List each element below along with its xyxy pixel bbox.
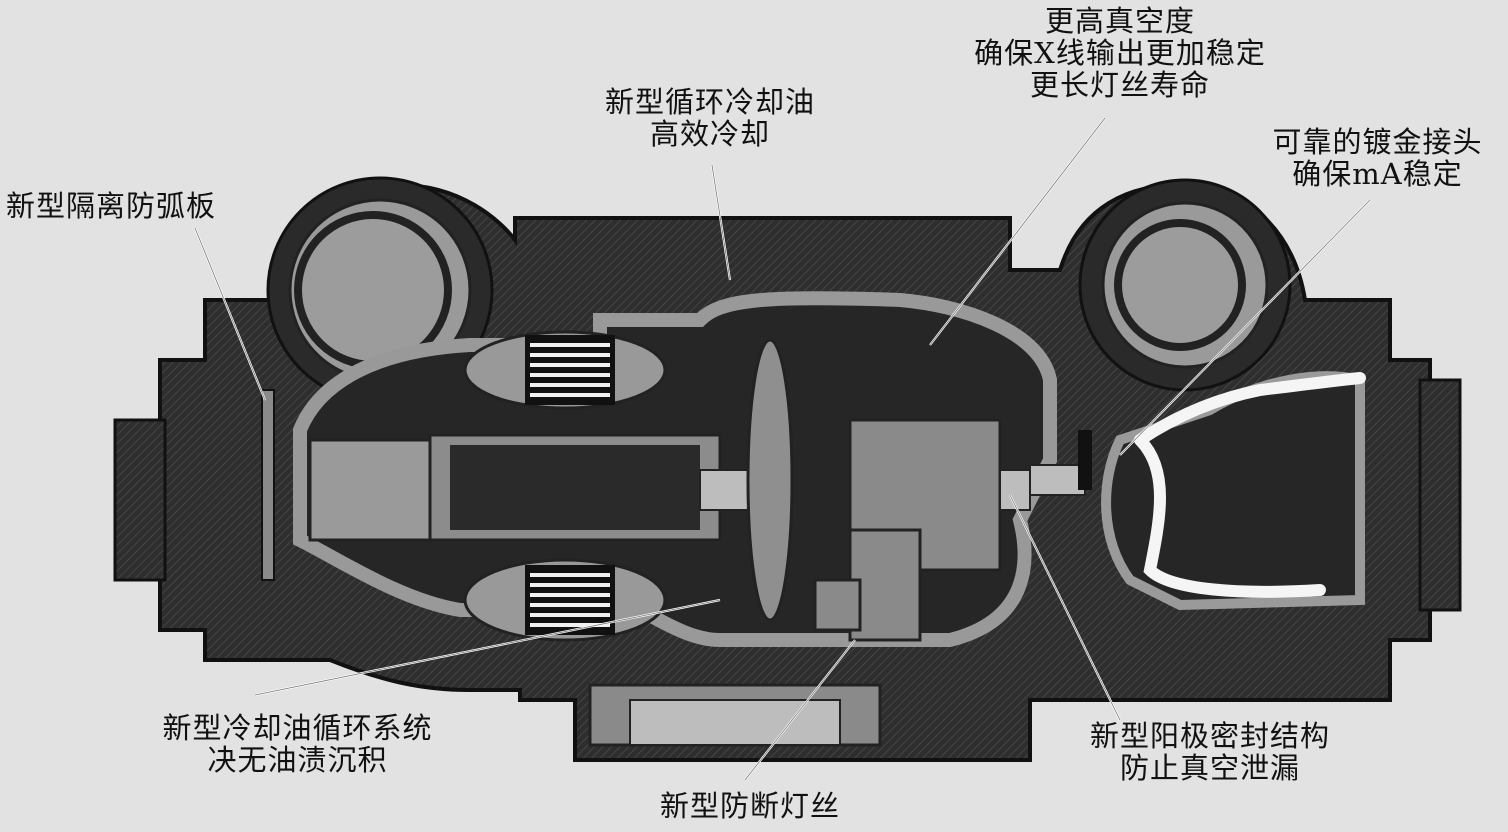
label-vacuum-line2: 确保X线输出更加稳定 xyxy=(974,36,1266,70)
label-anode-seal-line1: 新型阳极密封结构 xyxy=(1089,719,1330,753)
label-oil-cooling-line2: 高效冷却 xyxy=(649,117,770,151)
label-oil-system-line1: 新型冷却油循环系统 xyxy=(162,711,433,745)
label-anode-seal: 新型阳极密封结构 防止真空泄漏 xyxy=(1055,720,1365,784)
arc-plate xyxy=(261,389,275,581)
label-oil-system: 新型冷却油循环系统 决无油渍沉积 xyxy=(125,712,470,776)
leader-lines xyxy=(193,117,1371,781)
label-filament-line1: 新型防断灯丝 xyxy=(659,789,840,823)
label-arc-plate: 新型隔离防弧板 xyxy=(6,190,216,222)
gold-connector xyxy=(1078,371,1366,611)
label-vacuum-line1: 更高真空度 xyxy=(1044,4,1195,38)
label-oil-cooling-line1: 新型循环冷却油 xyxy=(604,85,815,119)
anode-disc xyxy=(746,338,794,622)
label-oil-system-line2: 决无油渍沉积 xyxy=(207,743,388,777)
label-vacuum-line3: 更长灯丝寿命 xyxy=(1029,68,1210,102)
label-arc-plate-line1: 新型隔离防弧板 xyxy=(6,189,217,223)
label-vacuum: 更高真空度 确保X线输出更加稳定 更长灯丝寿命 xyxy=(930,5,1310,101)
label-connector-line2: 确保mA稳定 xyxy=(1292,157,1463,191)
label-connector-line1: 可靠的镀金接头 xyxy=(1272,125,1483,159)
label-filament: 新型防断灯丝 xyxy=(620,790,880,822)
label-connector: 可靠的镀金接头 确保mA稳定 xyxy=(1255,126,1500,190)
anode-cable-housing xyxy=(1078,178,1292,392)
cathode-assembly xyxy=(308,433,781,542)
stator-coils xyxy=(463,330,667,642)
label-oil-cooling: 新型循环冷却油 高效冷却 xyxy=(560,86,860,150)
label-anode-seal-line2: 防止真空泄漏 xyxy=(1119,751,1300,785)
